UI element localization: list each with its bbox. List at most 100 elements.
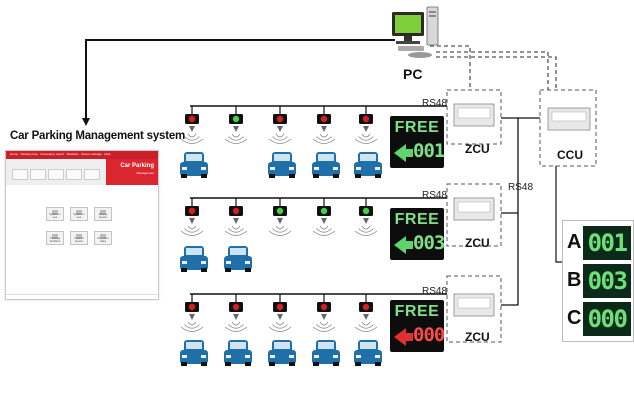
pc-to-ccu-dashed-2: [436, 56, 557, 92]
pc-label: PC: [403, 66, 423, 82]
zcu-label-3: ZCU: [465, 330, 490, 344]
cms-header-button[interactable]: [12, 169, 28, 180]
ultrasonic-sensor-icon: [180, 126, 204, 144]
display-row-a: A 001: [567, 226, 631, 260]
display-zone-count: 000: [583, 302, 631, 336]
car-icon: [354, 152, 382, 178]
sign-count: 001: [413, 140, 445, 162]
cms-header-button[interactable]: [48, 169, 64, 180]
arrow-stem: [405, 241, 413, 249]
tile-label: Space in use: [73, 212, 85, 219]
ultrasonic-sensor-icon: [180, 218, 204, 236]
space-indicator-light: [229, 106, 243, 124]
zcu-box-1: [446, 89, 502, 145]
car-icon: [180, 152, 208, 178]
arrow-stem: [405, 149, 413, 157]
rs-label-row-1: RS48: [422, 98, 448, 109]
ultrasonic-sensor-icon: [224, 126, 248, 144]
car-icon: [180, 340, 208, 366]
tile-icon: [52, 234, 58, 239]
ultrasonic-sensor-icon: [268, 314, 292, 332]
arrow-left-icon: [394, 236, 406, 254]
car-icon: [312, 152, 340, 178]
sign-count: 003: [413, 232, 445, 254]
cms-brand: Car Parking: [120, 163, 154, 169]
cms-tile[interactable]: Empty space: [94, 207, 112, 221]
ccu-to-display-line: [555, 166, 562, 263]
ccu-label: CCU: [557, 148, 583, 162]
cms-tile[interactable]: Search space: [70, 231, 88, 245]
cms-header-button[interactable]: [30, 169, 46, 180]
ultrasonic-sensor-icon: [312, 314, 336, 332]
tile-label: Search space: [74, 236, 84, 243]
space-indicator-light: [317, 198, 331, 216]
cms-tile[interactable]: Parking facilities: [46, 231, 64, 245]
ultrasonic-sensor-icon: [224, 218, 248, 236]
display-zone-letter: A: [567, 231, 582, 253]
car-icon: [268, 152, 296, 178]
sign-count: 000: [413, 324, 445, 346]
tile-icon: [76, 234, 82, 239]
pc-to-cms-arrowhead: [82, 118, 90, 126]
sign-free-text: FREE: [394, 303, 440, 320]
space-indicator-light: [317, 106, 331, 124]
car-icon: [268, 340, 296, 366]
tile-label: Empty space: [98, 212, 108, 219]
pc-computer-icon: [392, 6, 439, 58]
display-zone-letter: C: [567, 307, 582, 329]
sign-free-text: FREE: [394, 119, 440, 136]
space-indicator-light: [359, 294, 373, 312]
arrow-left-icon: [394, 144, 406, 162]
tile-icon: [100, 210, 106, 215]
zcu-label-1: ZCU: [465, 142, 490, 156]
tile-label: Space in use: [49, 212, 61, 219]
arrow-left-icon: [394, 328, 406, 346]
zcu-box-2: [446, 183, 502, 247]
car-icon: [224, 246, 252, 272]
tile-label: Parking facilities: [49, 236, 61, 243]
ccu-box: [539, 89, 597, 167]
space-indicator-light: [229, 294, 243, 312]
arrow-stem: [405, 333, 413, 341]
cms-tile[interactable]: Space in use: [46, 207, 64, 221]
space-indicator-light: [273, 294, 287, 312]
cms-brand-sub: Management: [136, 171, 154, 175]
cms-tile[interactable]: Space in use: [70, 207, 88, 221]
space-indicator-light: [185, 198, 199, 216]
display-row-c: C 000: [567, 302, 631, 336]
cms-screenshot: Home · Parking map · Occupancy report · …: [5, 150, 159, 300]
car-icon: [312, 340, 340, 366]
cms-nav-bar: [6, 151, 158, 159]
rs-label-row-3: RS48: [422, 286, 448, 297]
ultrasonic-sensor-icon: [268, 218, 292, 236]
space-indicator-light: [185, 106, 199, 124]
ultrasonic-sensor-icon: [354, 218, 378, 236]
display-zone-letter: B: [567, 269, 582, 291]
cms-title: Car Parking Management system: [10, 130, 186, 142]
car-icon: [354, 340, 382, 366]
tile-icon: [52, 210, 58, 215]
car-icon: [224, 340, 252, 366]
pc-to-zcu-dashed: [430, 45, 471, 92]
ultrasonic-sensor-icon: [354, 314, 378, 332]
car-icon: [180, 246, 208, 272]
zcu-label-2: ZCU: [465, 236, 490, 250]
cms-tile[interactable]: Records data: [94, 231, 112, 245]
ultrasonic-sensor-icon: [268, 126, 292, 144]
cms-footer: [6, 294, 158, 299]
space-indicator-light: [273, 106, 287, 124]
zcu-bus-trunk: [500, 117, 519, 306]
cms-header-button[interactable]: [84, 169, 100, 180]
guidance-sign-row-2: FREE 003: [390, 208, 445, 260]
space-indicator-light: [273, 198, 287, 216]
display-row-b: B 003: [567, 264, 631, 298]
cms-brand-band: [106, 159, 158, 185]
display-zone-count: 001: [583, 226, 631, 260]
space-indicator-light: [317, 294, 331, 312]
pc-to-cms-line: [85, 39, 395, 120]
cms-header-button[interactable]: [66, 169, 82, 180]
tile-label: Records data: [97, 236, 109, 243]
pc-to-ccu-dashed: [436, 51, 549, 92]
